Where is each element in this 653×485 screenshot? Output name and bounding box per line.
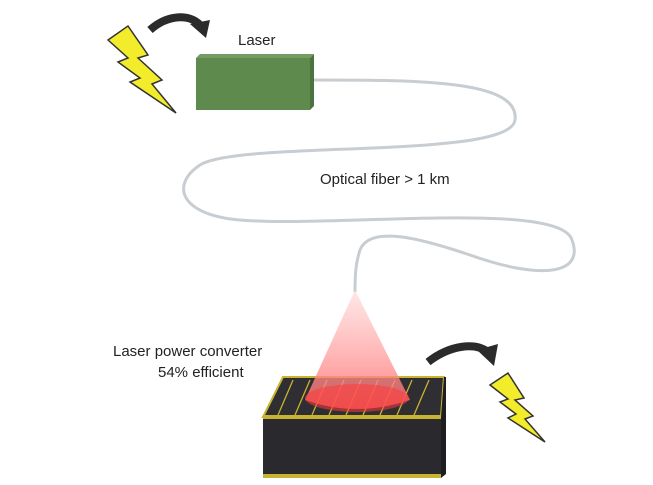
curved-arrow-icon [147, 13, 210, 38]
curved-arrow-icon [425, 342, 498, 366]
lightning-bolt-icon [106, 24, 177, 114]
laser-label: Laser [238, 32, 276, 49]
laser-beam-cone [305, 290, 410, 412]
fiber-label: Optical fiber > 1 km [320, 171, 450, 188]
converter-label: Laser power converter [113, 343, 263, 360]
lightning-bolt-icon [488, 371, 546, 443]
optical-fiber [182, 78, 576, 293]
laser-box [196, 54, 314, 110]
efficiency-label: 54% efficient [158, 364, 244, 381]
